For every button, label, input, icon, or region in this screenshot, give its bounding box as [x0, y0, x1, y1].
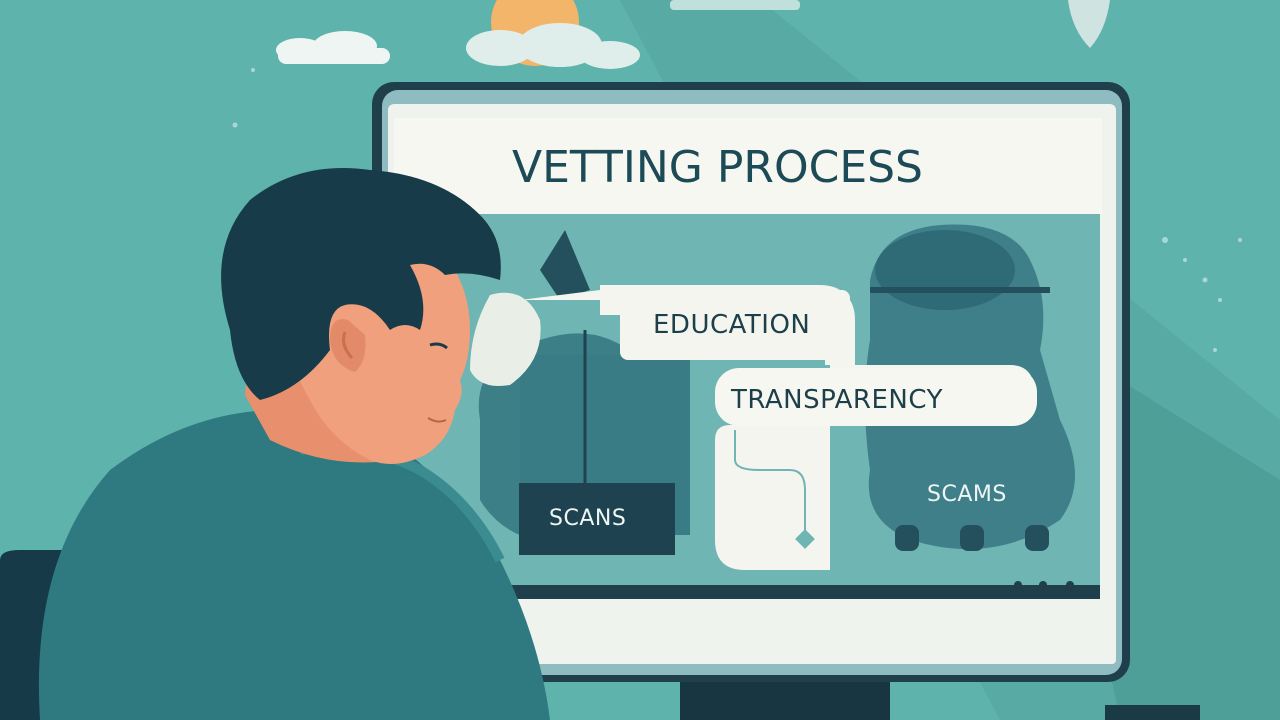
scans-box [519, 483, 675, 555]
decor-bar [670, 0, 800, 10]
monitor-chin [388, 600, 1116, 664]
man-hair [221, 168, 501, 400]
education-label: EDUCATION [653, 310, 811, 340]
man-eye [429, 342, 448, 350]
ear-detail [342, 331, 354, 360]
cloud-icon [466, 23, 640, 69]
blob-legs [895, 525, 1049, 551]
transparency-box [715, 368, 1037, 426]
scams-label: SCAMS [927, 482, 1007, 507]
sparkle-dots [232, 68, 1242, 352]
man-mouth [427, 417, 447, 423]
mug-icon [1105, 705, 1200, 720]
man-shirt [38, 409, 551, 720]
connector-diamond-icon [795, 529, 815, 549]
balloon-icon [1068, 0, 1110, 48]
screen-content-border [410, 585, 1100, 599]
monitor-stand [680, 675, 890, 720]
man-ear [330, 319, 366, 372]
transparency-label: TRANSPARENCY [731, 385, 943, 415]
connector-line [734, 430, 806, 530]
education-box [620, 290, 850, 360]
cloud-icon [276, 31, 390, 64]
window-dots [1014, 581, 1074, 589]
flow-ribbon [520, 290, 1035, 570]
leaf-icon [470, 292, 541, 386]
screen-blob-head [875, 230, 1015, 310]
scans-label: SCANS [549, 506, 627, 531]
title-banner [394, 118, 1102, 214]
screen-title: VETTING PROCESS [512, 142, 923, 193]
tree-shape [540, 230, 590, 300]
